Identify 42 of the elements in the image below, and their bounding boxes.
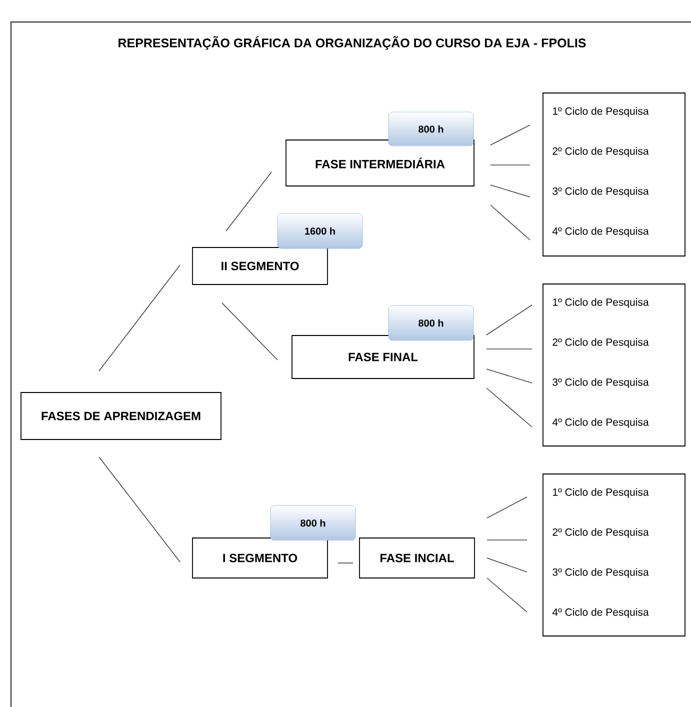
connector-line bbox=[490, 164, 530, 166]
phase-box: FASE INTERMEDIÁRIA bbox=[286, 140, 474, 186]
cycle-label: 4º Ciclo de Pesquisa bbox=[552, 418, 649, 428]
title: REPRESENTAÇÃO GRÁFICA DA ORGANIZAÇÃO DO CURSO DA EJA - FPOLIS bbox=[118, 36, 586, 50]
hours-badge: 800 h bbox=[270, 505, 356, 541]
connector-line bbox=[486, 558, 528, 572]
cycle-list-box bbox=[542, 284, 686, 446]
connector-line bbox=[222, 302, 278, 360]
cycle-list-box bbox=[542, 474, 686, 636]
cycle-label: 4º Ciclo de Pesquisa bbox=[552, 227, 649, 237]
cycle-label: 3º Ciclo de Pesquisa bbox=[552, 378, 649, 388]
connector-line bbox=[490, 184, 530, 198]
phase-box: FASE INCIAL bbox=[359, 538, 475, 578]
connector-line bbox=[98, 264, 180, 372]
cycle-label: 1º Ciclo de Pesquisa bbox=[553, 107, 649, 117]
phase-box: FASES DE APRENDIZAGEM bbox=[20, 392, 222, 440]
cycle-label: 1º Ciclo de Pesquisa bbox=[553, 298, 649, 308]
connector-line bbox=[486, 304, 532, 336]
connector-line bbox=[486, 496, 528, 518]
connector-line bbox=[486, 578, 528, 612]
connector-line bbox=[98, 456, 180, 562]
cycle-label: 4º Ciclo de Pesquisa bbox=[552, 608, 649, 618]
connector-line bbox=[338, 562, 354, 564]
cycle-label: 3º Ciclo de Pesquisa bbox=[552, 187, 649, 197]
phase-box: I SEGMENTO bbox=[192, 538, 328, 578]
cycle-label: 2º Ciclo de Pesquisa bbox=[552, 147, 649, 157]
connector-line bbox=[490, 124, 530, 146]
connector-line bbox=[486, 368, 532, 384]
hours-badge: 1600 h bbox=[277, 213, 363, 249]
connector-line bbox=[490, 204, 530, 240]
phase-box: II SEGMENTO bbox=[192, 247, 328, 285]
connector-line bbox=[226, 172, 272, 232]
cycle-label: 3º Ciclo de Pesquisa bbox=[552, 568, 649, 578]
hours-badge: 800 h bbox=[388, 112, 474, 146]
phase-box: FASE FINAL bbox=[292, 335, 474, 379]
hours-badge: 800 h bbox=[388, 305, 474, 341]
cycle-list-box bbox=[542, 92, 686, 256]
cycle-label: 2º Ciclo de Pesquisa bbox=[552, 338, 649, 348]
connector-line bbox=[486, 388, 532, 428]
cycle-label: 2º Ciclo de Pesquisa bbox=[552, 528, 649, 538]
cycle-label: 1º Ciclo de Pesquisa bbox=[553, 488, 649, 498]
connector-line bbox=[486, 348, 532, 350]
